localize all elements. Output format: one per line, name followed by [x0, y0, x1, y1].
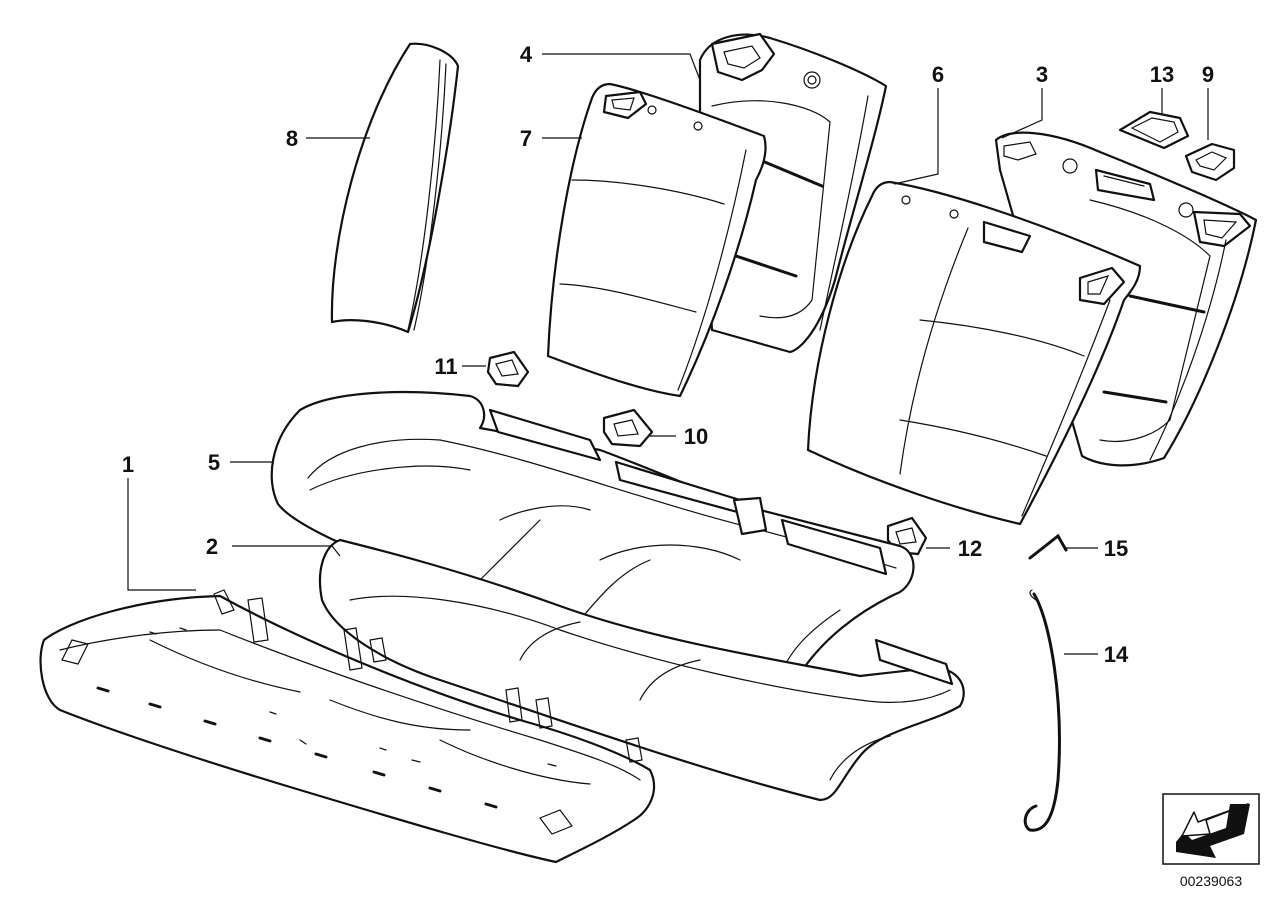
part-10-small-clip — [602, 408, 654, 448]
part-11-small-clip — [486, 350, 530, 388]
callout-10: 10 — [684, 424, 708, 449]
callout-5: 5 — [208, 450, 220, 475]
leader-3 — [1001, 88, 1043, 139]
part-13-trim-clip — [1118, 110, 1190, 150]
reference-number: 00239063 — [1180, 873, 1243, 889]
callout-13: 13 — [1150, 62, 1174, 87]
callout-1: 1 — [122, 452, 134, 477]
part-2-seat-cushion-lower — [318, 538, 965, 802]
callout-11: 11 — [434, 354, 457, 379]
leader-lines — [127, 53, 1209, 655]
part-6-backrest-pad-right — [806, 180, 1142, 526]
arrow-down-left-icon — [1162, 793, 1260, 865]
callout-9: 9 — [1202, 62, 1214, 87]
leader-4 — [542, 53, 701, 81]
leader-1 — [127, 478, 196, 591]
part-1-seat-base-tray — [39, 589, 656, 864]
leader-6 — [893, 88, 939, 185]
part-15-wire-clip — [1028, 533, 1068, 560]
part-5-seat-cushion — [270, 391, 915, 696]
callout-3: 3 — [1036, 62, 1048, 87]
part-9-latch-cover — [1184, 142, 1236, 182]
part-4-backrest-frame-left — [698, 32, 888, 354]
callout-12: 12 — [958, 536, 982, 561]
callout-8: 8 — [286, 126, 298, 151]
callout-15: 15 — [1104, 536, 1128, 561]
leader-2 — [232, 545, 341, 557]
part-7-backrest-pad-left — [546, 82, 767, 398]
callout-labels: 1 2 3 4 5 6 7 8 9 10 11 12 13 14 15 — [122, 42, 1214, 667]
part-14-wire-spring — [1023, 589, 1061, 832]
part-8-side-bolster — [330, 42, 460, 334]
callout-6: 6 — [932, 62, 944, 87]
callout-7: 7 — [520, 126, 532, 151]
callout-2: 2 — [206, 534, 218, 559]
callout-14: 14 — [1104, 642, 1129, 667]
callout-4: 4 — [520, 42, 533, 67]
